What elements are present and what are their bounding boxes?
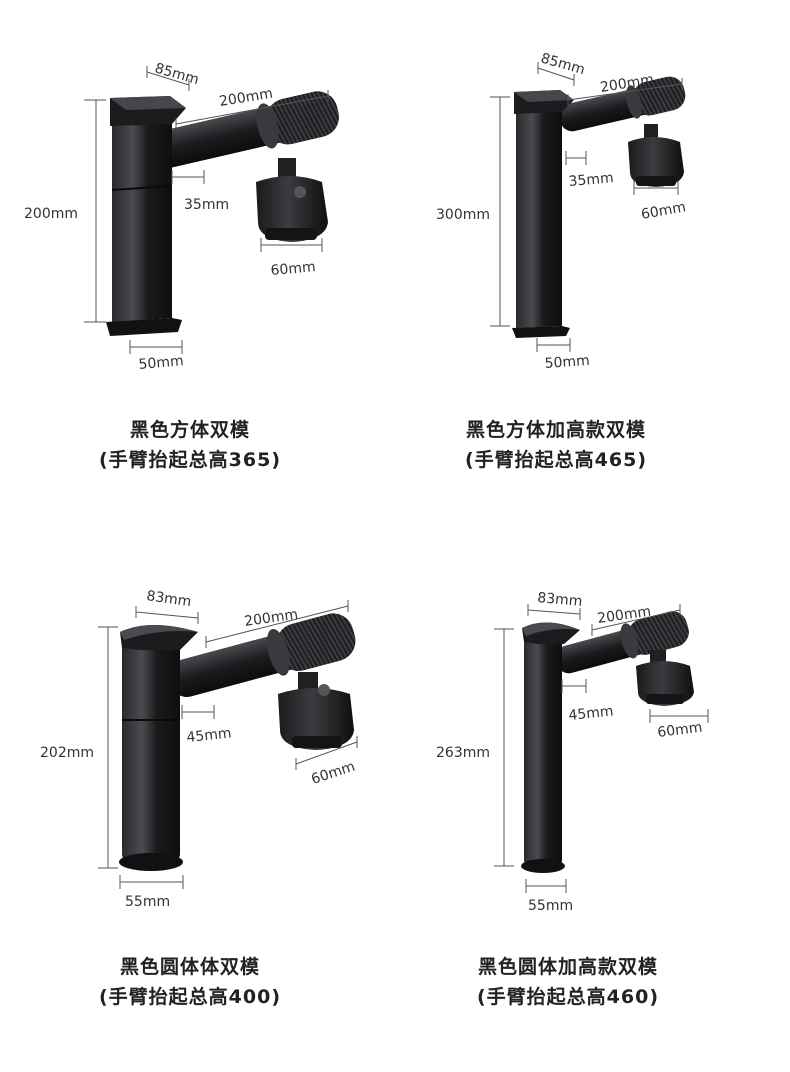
- product-title: 黑色圆体体双模: [119, 956, 260, 978]
- product-subtitle: (手臂抬起总高465): [464, 449, 648, 471]
- dim-top-width: 85mm: [539, 50, 587, 78]
- dim-top-width: 83mm: [145, 588, 192, 610]
- dim-base-width: 55mm: [528, 898, 573, 914]
- dim-arm-length: 200mm: [243, 607, 299, 630]
- dim-arm-height: 35mm: [184, 197, 229, 213]
- base: [119, 853, 183, 871]
- caption-product-3: 黑色圆体体双模 (手臂抬起总高400): [0, 952, 380, 1012]
- dimension-labels: 200mm 85mm 200mm 35mm 60mm 50mm 300mm 85…: [24, 50, 703, 914]
- dim-head-width: 60mm: [309, 759, 357, 788]
- dim-arm-length: 200mm: [596, 604, 652, 627]
- dim-body-height: 263mm: [436, 745, 490, 761]
- dim-top-width: 85mm: [153, 60, 201, 88]
- spray-head: [278, 672, 354, 750]
- base: [521, 859, 565, 873]
- base: [512, 326, 570, 338]
- caption-product-2: 黑色方体加高款双模 (手臂抬起总高465): [366, 415, 746, 475]
- arm: [149, 91, 339, 169]
- dim-head-width: 60mm: [270, 259, 316, 279]
- arm: [169, 613, 356, 698]
- faucet-square-tall: [512, 76, 686, 338]
- dim-body-height: 202mm: [40, 745, 94, 761]
- product-title: 黑色圆体加高款双模: [477, 956, 658, 978]
- dim-body-height: 300mm: [436, 207, 490, 223]
- body: [516, 110, 562, 328]
- spray-head: [256, 158, 328, 242]
- dimension-lines: [84, 62, 709, 893]
- product-subtitle: (手臂抬起总高365): [98, 449, 282, 471]
- caption-product-4: 黑色圆体加高款双模 (手臂抬起总高460): [378, 952, 758, 1012]
- product-subtitle: (手臂抬起总高460): [476, 986, 660, 1008]
- faucet-round-standard: [119, 613, 356, 871]
- faucet-square-standard: [106, 91, 339, 336]
- arm: [555, 611, 689, 674]
- arm: [559, 76, 686, 132]
- dim-top-width: 83mm: [537, 590, 583, 610]
- body: [524, 636, 562, 866]
- dim-head-width: 60mm: [657, 720, 704, 741]
- product-title: 黑色方体加高款双模: [465, 419, 646, 441]
- body: [122, 640, 180, 862]
- dim-body-height: 200mm: [24, 206, 78, 222]
- dim-base-width: 55mm: [125, 894, 170, 910]
- product-title: 黑色方体双模: [129, 419, 250, 441]
- spray-head: [628, 124, 684, 187]
- product-subtitle: (手臂抬起总高400): [98, 986, 282, 1008]
- caption-product-1: 黑色方体双模 (手臂抬起总高365): [0, 415, 380, 475]
- dim-arm-height: 35mm: [568, 170, 614, 190]
- dim-head-width: 60mm: [640, 199, 687, 223]
- dim-base-width: 50mm: [138, 353, 184, 373]
- spray-head: [636, 650, 694, 706]
- dim-arm-height: 45mm: [568, 703, 615, 724]
- body: [112, 120, 172, 322]
- dim-base-width: 50mm: [544, 353, 590, 372]
- dim-arm-height: 45mm: [186, 725, 233, 746]
- base: [106, 318, 182, 336]
- faucet-round-tall: [521, 611, 694, 873]
